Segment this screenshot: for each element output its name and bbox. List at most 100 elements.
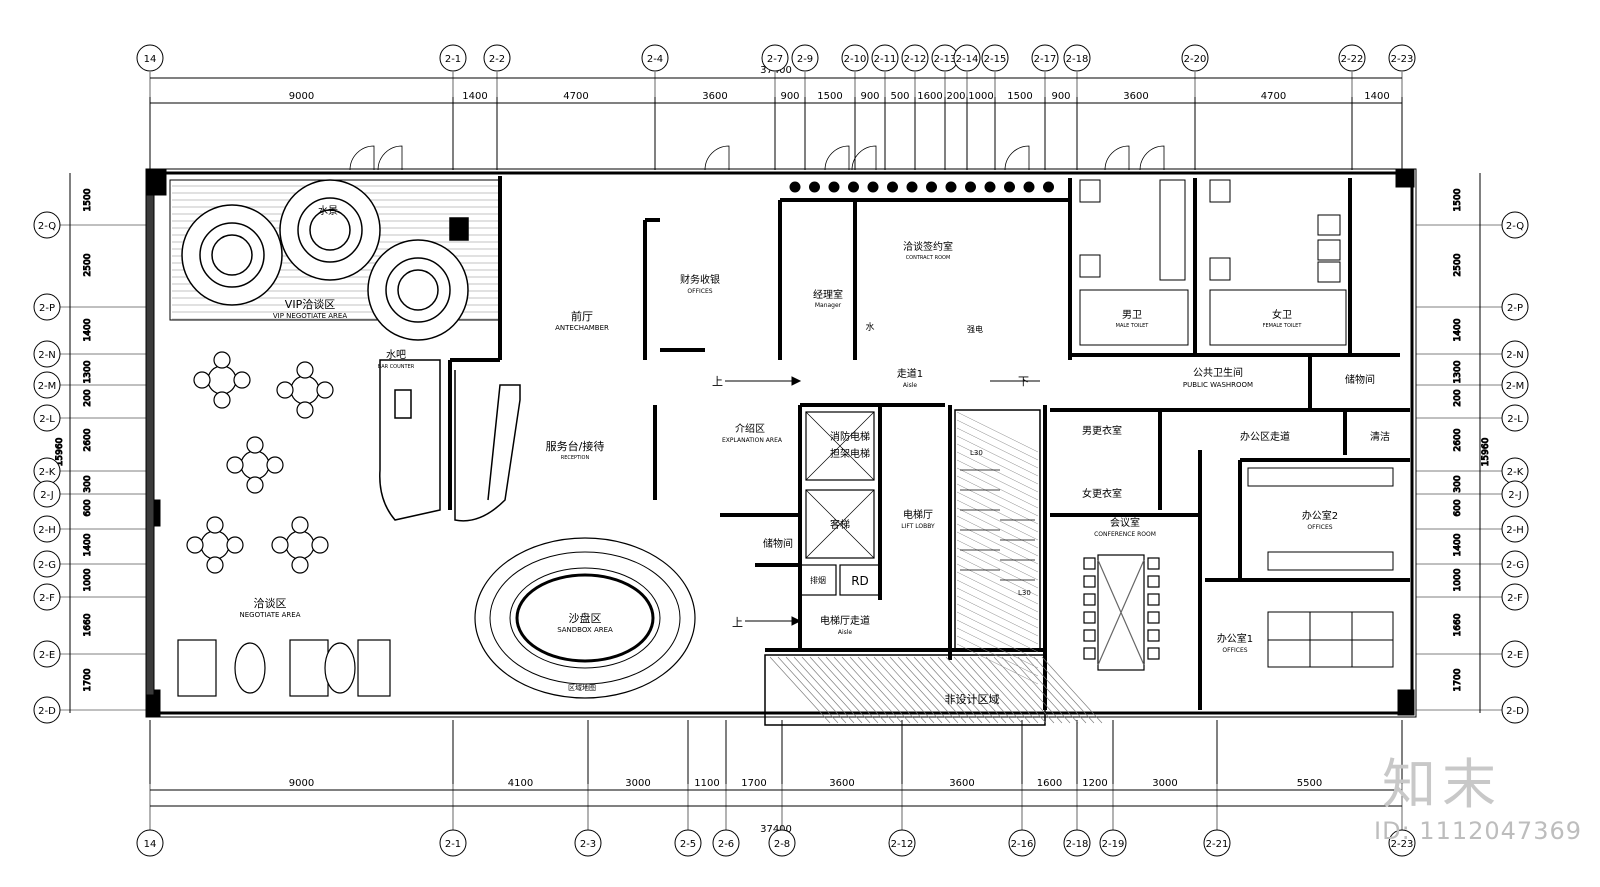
top-dim-label: 1000 <box>968 91 993 102</box>
svg-text:2-20: 2-20 <box>1184 54 1207 65</box>
aisle1-label: 走道1 <box>897 367 923 380</box>
top-dim-label: 4700 <box>1261 91 1286 102</box>
building-outline <box>145 168 1417 718</box>
axis-bubble-top: 2-20 <box>1181 44 1209 72</box>
office-desks <box>1247 467 1394 668</box>
top-dim-label: 3600 <box>1123 91 1148 102</box>
svg-text:2-D: 2-D <box>38 706 56 717</box>
svg-text:2-E: 2-E <box>39 650 55 661</box>
light-fixture <box>926 181 937 193</box>
axis-bubble-bottom: 2-19 <box>1099 829 1127 857</box>
left-dim-label: 1500 <box>83 188 93 211</box>
svg-text:2-1: 2-1 <box>445 839 461 850</box>
svg-text:2-12: 2-12 <box>904 54 927 65</box>
interior-walls <box>448 176 1410 710</box>
svg-text:2-K: 2-K <box>39 467 56 478</box>
svg-text:2-11: 2-11 <box>874 54 897 65</box>
svg-text:2-8: 2-8 <box>774 839 790 850</box>
svg-text:2-L: 2-L <box>39 414 55 425</box>
axis-bubble-right: 2-Q <box>1501 211 1529 239</box>
svg-text:2-13: 2-13 <box>934 54 957 65</box>
axis-bubble-bottom: 2-21 <box>1203 829 1231 857</box>
axis-bubble-bottom: 2-23 <box>1388 829 1416 857</box>
male-toilet-label: 男卫 <box>1122 309 1142 321</box>
svg-text:2-Q: 2-Q <box>1506 221 1524 232</box>
door-swing <box>1104 145 1130 171</box>
axis-bubble-bottom: 2-6 <box>712 829 740 857</box>
bottom-dim-label: 1700 <box>741 778 766 789</box>
axis-bubble-right: 2-D <box>1501 696 1529 724</box>
top-dim-label: 3600 <box>702 91 727 102</box>
water-feature-label: 水景 <box>318 205 338 217</box>
bottom-dim-label: 9000 <box>289 778 314 789</box>
axis-bubble-top: 2-17 <box>1031 44 1059 72</box>
table-set <box>271 516 329 574</box>
overall-depth-right: 15960 <box>1481 437 1491 466</box>
svg-text:2-H: 2-H <box>1506 525 1524 536</box>
cleaning-label: 清洁 <box>1370 430 1390 443</box>
top-dim-label: 1400 <box>462 91 487 102</box>
room-labels: 水景 VIP洽谈区 VIP NEGOTIATE AREA 水吧 BAR COUN… <box>240 205 1390 706</box>
svg-text:2-G: 2-G <box>38 560 56 571</box>
chair <box>1083 647 1096 660</box>
svg-text:2-M: 2-M <box>1506 381 1525 392</box>
overall-depth-left: 15960 <box>55 437 65 466</box>
bottom-dim-label: 1100 <box>694 778 719 789</box>
men-locker-label: 男更衣室 <box>1082 424 1122 437</box>
table-set <box>226 436 284 494</box>
axis-bubble-bottom: 2-16 <box>1008 829 1036 857</box>
svg-text:2-1: 2-1 <box>445 54 461 65</box>
negotiate-tables <box>186 351 334 574</box>
chair <box>1147 557 1160 570</box>
axis-bubble-top: 2-18 <box>1063 44 1091 72</box>
chair <box>1083 593 1096 606</box>
svg-text:2-15: 2-15 <box>984 54 1007 65</box>
svg-text:2-23: 2-23 <box>1391 839 1414 850</box>
axis-bubble-right: 2-K <box>1501 457 1529 485</box>
svg-text:2-Q: 2-Q <box>38 221 56 232</box>
svg-text:2-7: 2-7 <box>767 54 783 65</box>
svg-text:14: 14 <box>144 839 157 850</box>
electric-shaft-label: 强电 <box>967 324 983 334</box>
passenger-lift-label: 客梯 <box>830 518 850 531</box>
axis-bubble-right: 2-P <box>1501 293 1529 321</box>
svg-text:2-21: 2-21 <box>1206 839 1229 850</box>
top-dim-label: 1600 <box>917 91 942 102</box>
office1-label-en: OFFICES <box>1222 647 1247 654</box>
lift-lobby-label-en: LIFT LOBBY <box>901 523 935 530</box>
left-dim-label: 2600 <box>83 428 93 451</box>
right-dim-label: 1500 <box>1453 188 1463 211</box>
bottom-dim-label: 5500 <box>1297 778 1322 789</box>
svg-text:2-2: 2-2 <box>489 54 505 65</box>
axis-bubble-bottom: 2-8 <box>768 829 796 857</box>
light-fixture <box>1004 181 1015 193</box>
light-fixture <box>789 181 801 193</box>
top-dim-label: 1500 <box>1007 91 1032 102</box>
women-locker-label: 女更衣室 <box>1082 487 1122 500</box>
svg-text:2-17: 2-17 <box>1034 54 1057 65</box>
bar-label: 水吧 <box>386 349 406 361</box>
axis-bubble-top: 2-10 <box>841 44 869 72</box>
light-fixture <box>945 181 957 193</box>
axis-bubble-right: 2-M <box>1501 371 1529 399</box>
axis-bubble-left: 2-P <box>33 293 61 321</box>
chair <box>1147 629 1160 642</box>
svg-text:2-4: 2-4 <box>647 54 663 65</box>
left-dim-label: 1700 <box>83 668 93 691</box>
svg-text:2-10: 2-10 <box>844 54 867 65</box>
light-fixture <box>867 181 879 193</box>
door-swing <box>824 145 850 171</box>
non-design-zone <box>764 654 1103 726</box>
chair <box>1147 647 1160 660</box>
bar-label-en: BAR COUNTER <box>378 364 415 370</box>
axis-bubble-left: 2-K <box>33 457 61 485</box>
door-swing <box>1004 145 1030 171</box>
svg-text:2-P: 2-P <box>1507 303 1523 314</box>
reception-desk <box>379 359 521 522</box>
svg-text:2-22: 2-22 <box>1341 54 1364 65</box>
top-dim-label: 500 <box>890 91 909 102</box>
office2-label: 办公室2 <box>1302 509 1338 522</box>
storage-right-label: 储物间 <box>1345 373 1375 386</box>
axis-bubble-bottom: 14 <box>136 829 164 857</box>
svg-text:2-18: 2-18 <box>1066 839 1089 850</box>
